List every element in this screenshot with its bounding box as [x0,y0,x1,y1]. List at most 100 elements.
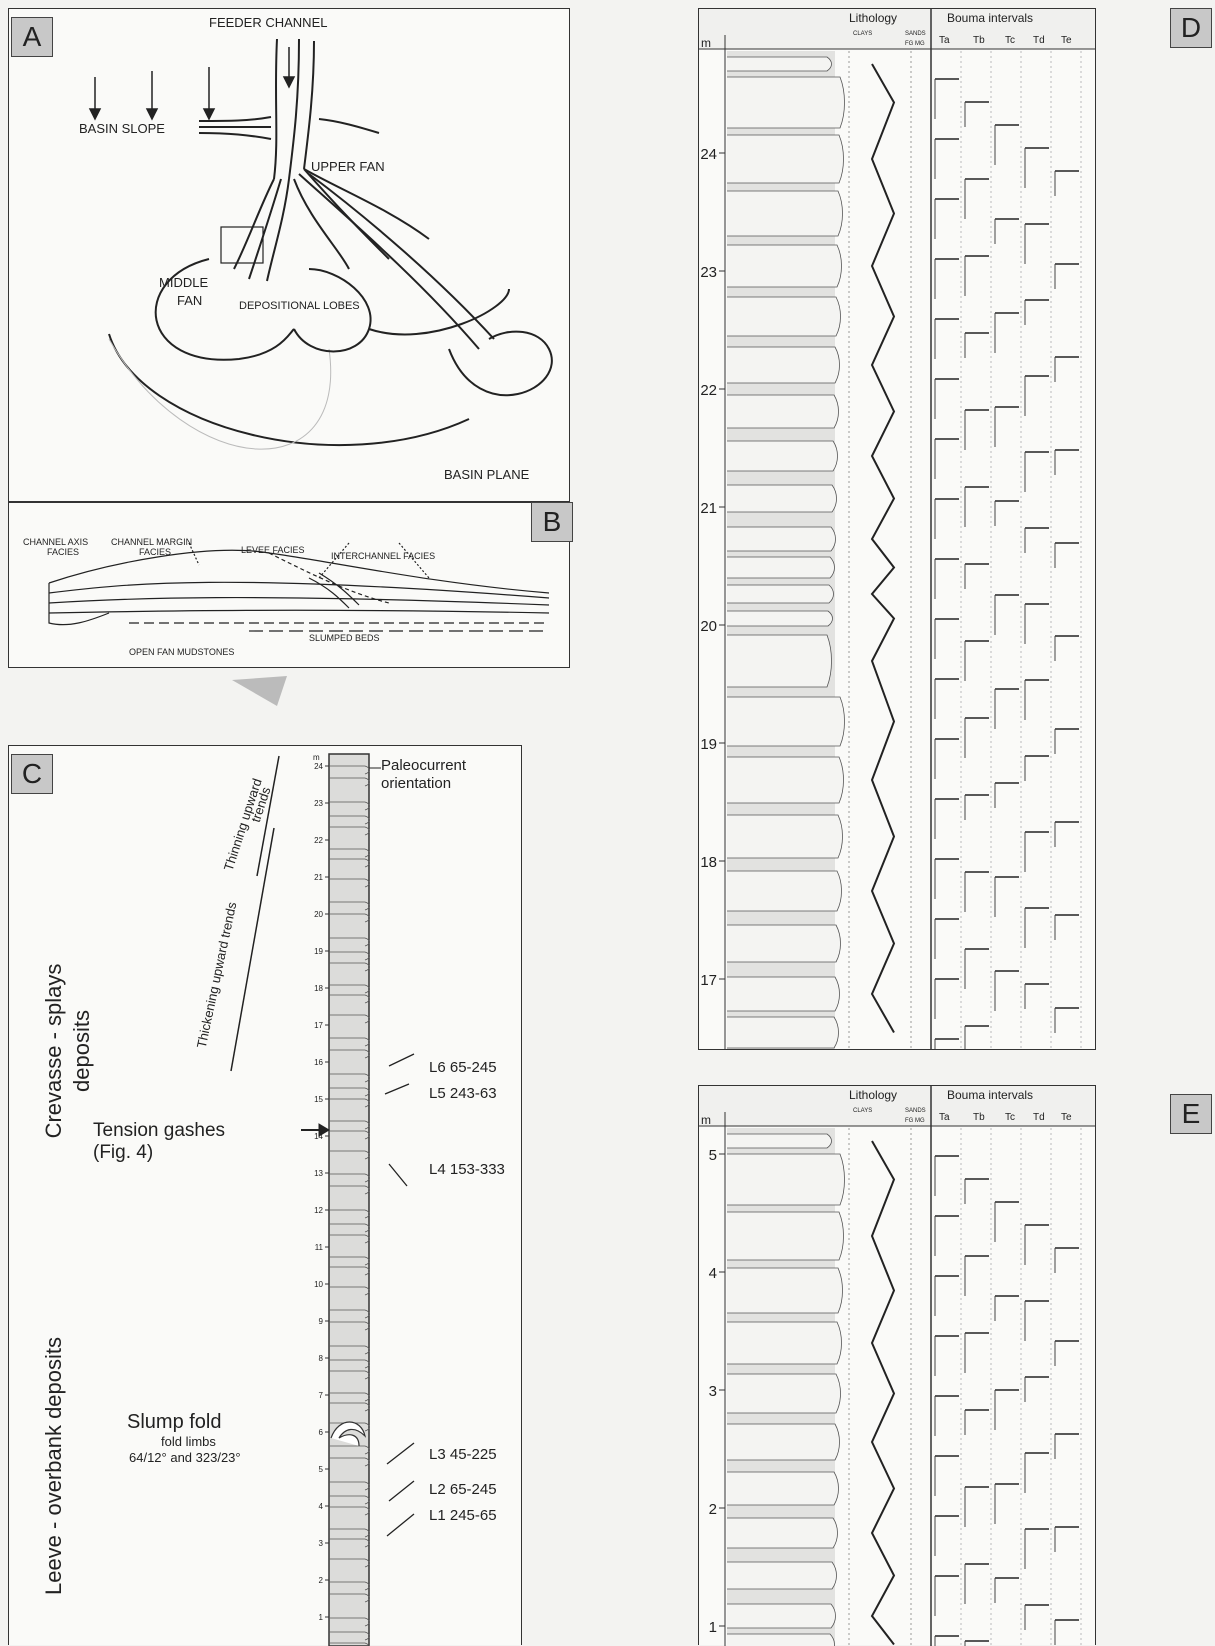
fan-diagram: FEEDER CHANNEL BASIN SLOPE UPPER FAN MID… [9,9,569,501]
depth-tick: 3 [709,1383,717,1400]
c-scale-tick: 2 [319,1576,324,1585]
leeve-label: Leeve - overbank deposits [41,1337,66,1595]
e-tb: Tb [973,1112,985,1123]
slumped-beds-label: SLUMPED BEDS [309,633,380,643]
depth-tick: 20 [700,618,717,635]
e-tc: Tc [1005,1112,1015,1123]
c-scale-tick: 9 [319,1317,324,1326]
c-scale-tick: 16 [314,1058,323,1067]
l1-label: L1 245-65 [429,1507,497,1524]
crevasse-label-line1: Crevasse - splays [41,964,66,1139]
panel-c: C Crevasse - splays deposits Leeve - ove… [8,745,522,1645]
panel-label-e: E [1170,1094,1212,1134]
c-scale-tick: 24 [314,762,323,771]
c-scale-tick: 3 [319,1539,324,1548]
c-scale-tick: 17 [314,1021,323,1030]
tension-gashes-label: Tension gashes [93,1120,225,1141]
fold-limbs-values: 64/12° and 323/23° [129,1450,241,1465]
upper-fan-label: UPPER FAN [311,159,385,174]
depth-tick: 17 [700,972,717,989]
d-bouma-header: Bouma intervals [947,11,1033,25]
d-tb: Tb [973,35,985,46]
d-td: Td [1033,35,1045,46]
d-fgmg-label: FG MG [905,41,925,47]
l3-label: L3 45-225 [429,1446,497,1463]
e-fgmg-label: FG MG [905,1118,925,1124]
c-scale-tick: 12 [314,1206,323,1215]
e-bouma-header: Bouma intervals [947,1088,1033,1102]
channel-margin-label-2: FACIES [139,547,171,557]
thickening-label: Thickening upward trends [194,900,240,1049]
fold-limbs-label: fold limbs [161,1434,216,1449]
c-scale-tick: 4 [319,1502,324,1511]
depositional-lobes-label: DEPOSITIONAL LOBES [239,300,360,312]
panel-e: m Lithology CLAYS SANDS FG MG Bouma inte… [698,1085,1096,1645]
middle-fan-label: MIDDLE [159,275,208,290]
interchannel-facies-label: INTERCHANNEL FACIES [331,551,435,561]
panel-a: A [8,8,570,502]
e-td: Td [1033,1112,1045,1123]
depth-tick: 18 [700,854,717,871]
d-sands-label: SANDS [905,31,926,37]
channel-axis-label: CHANNEL AXIS [23,537,88,547]
panel-b: B CHANNEL AXIS FACIES CHANNEL MARGIN FAC… [8,502,570,668]
c-scale-tick: 19 [314,947,323,956]
depth-tick: 24 [700,146,717,163]
l2-label: L2 65-245 [429,1481,497,1498]
depth-tick: 2 [709,1501,717,1518]
panel-e-log: m Lithology CLAYS SANDS FG MG Bouma inte… [699,1086,1095,1646]
paleocurrent-label-2: orientation [381,775,451,792]
c-scale-tick: 21 [314,873,323,882]
panel-c-log: Crevasse - splays deposits Leeve - overb… [9,746,521,1646]
crevasse-label-line2: deposits [69,1010,94,1092]
middle-fan-label-2: FAN [177,293,202,308]
e-clays-label: CLAYS [853,1108,872,1114]
l4-label: L4 153-333 [429,1161,505,1178]
e-ta: Ta [939,1112,950,1123]
c-scale-tick: 8 [319,1354,324,1363]
d-te: Te [1061,35,1072,46]
scale-unit: m [313,753,320,762]
depth-tick: 1 [709,1619,717,1636]
c-scale-tick: 7 [319,1391,324,1400]
basin-plane-label: BASIN PLANE [444,467,530,482]
depth-tick: 22 [700,382,717,399]
levee-facies-label: LEVEE FACIES [241,545,305,555]
c-scale-tick: 18 [314,984,323,993]
c-scale-tick: 20 [314,910,323,919]
d-tc: Tc [1005,35,1015,46]
slump-fold-label: Slump fold [127,1411,222,1433]
d-lithology-header: Lithology [849,11,897,25]
channel-axis-label-2: FACIES [47,547,79,557]
d-unit: m [701,36,711,50]
c-scale-tick: 10 [314,1280,323,1289]
panel-label-d: D [1170,8,1212,48]
d-clays-label: CLAYS [853,31,872,37]
e-sands-label: SANDS [905,1108,926,1114]
down-arrow-icon [232,676,292,716]
paleocurrent-label-1: Paleocurrent [381,757,467,774]
l6-label: L6 65-245 [429,1059,497,1076]
channel-margin-label: CHANNEL MARGIN [111,537,192,547]
c-scale-tick: 1 [319,1613,324,1622]
c-scale-tick: 15 [314,1095,323,1104]
channel-cross-section: CHANNEL AXIS FACIES CHANNEL MARGIN FACIE… [9,503,569,667]
depth-tick: 23 [700,264,717,281]
basin-slope-label: BASIN SLOPE [79,121,165,136]
depth-tick: 19 [700,736,717,753]
depth-tick: 4 [709,1265,717,1282]
tension-gashes-ref: (Fig. 4) [93,1142,153,1163]
depth-tick: 21 [700,500,717,517]
feeder-channel-label: FEEDER CHANNEL [209,15,327,30]
open-fan-mudstones-label: OPEN FAN MUDSTONES [129,647,234,657]
c-scale-tick: 23 [314,799,323,808]
c-scale-tick: 5 [319,1465,324,1474]
c-scale-tick: 11 [315,1243,324,1252]
e-te: Te [1061,1112,1072,1123]
c-scale-tick: 22 [314,836,323,845]
c-scale-tick: 6 [319,1428,324,1437]
e-unit: m [701,1113,711,1127]
d-ta: Ta [939,35,950,46]
e-lithology-header: Lithology [849,1088,897,1102]
depth-tick: 5 [709,1147,717,1164]
